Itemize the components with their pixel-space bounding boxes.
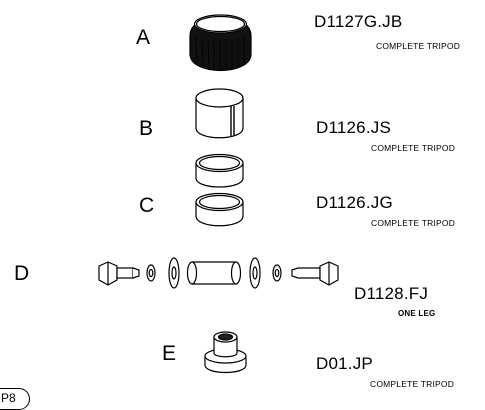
part-d-note: ONE LEG	[398, 309, 436, 318]
part-e-code: D01.JP	[316, 354, 373, 373]
foot-plug-drawing	[204, 331, 247, 374]
part-e-letter: E	[162, 342, 177, 365]
part-a-code: D1127G.JB	[314, 12, 403, 31]
part-c-note: COMPLETE TRIPOD	[371, 218, 456, 228]
part-b-note: COMPLETE TRIPOD	[371, 143, 456, 153]
part-a-note: COMPLETE TRIPOD	[376, 41, 461, 51]
part-d-letter: D	[14, 262, 30, 285]
part-c-code: D1126.JG	[316, 193, 393, 212]
corner-tag-label: P8	[1, 391, 16, 405]
part-c-letter: C	[139, 194, 155, 217]
bolt-assembly-drawing	[98, 257, 339, 289]
part-b-code: D1126.JS	[316, 118, 391, 137]
split-sleeve-drawing	[195, 88, 244, 139]
part-a-letter: A	[136, 26, 151, 49]
part-e-note: COMPLETE TRIPOD	[370, 379, 455, 389]
rings-drawing	[195, 153, 244, 227]
part-d-code: D1128.FJ	[354, 284, 429, 303]
knurled-cap-drawing	[189, 14, 252, 71]
part-b-letter: B	[139, 117, 154, 140]
